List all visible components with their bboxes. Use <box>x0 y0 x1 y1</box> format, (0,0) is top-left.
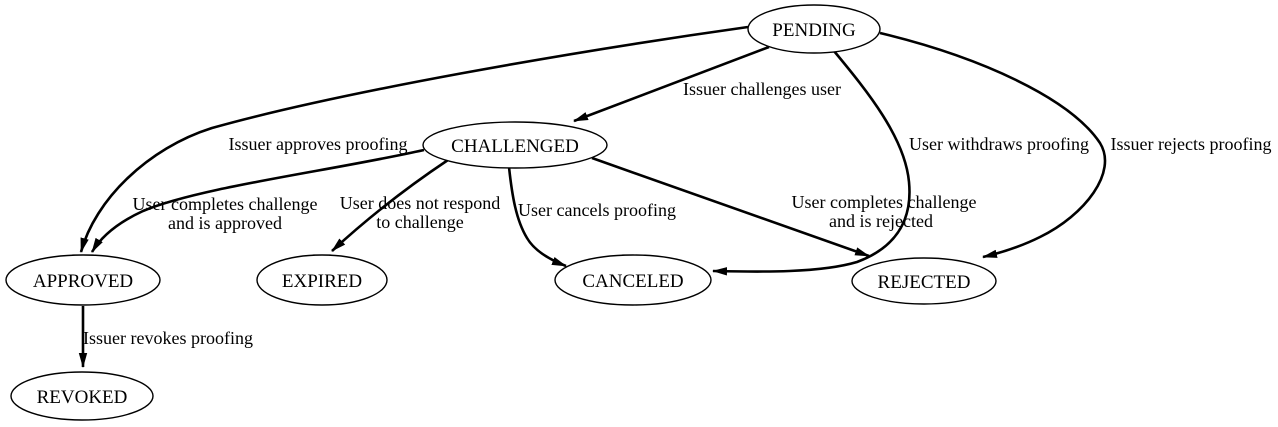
node-pending-ellipse <box>747 4 881 54</box>
edge-label-approved-revoked: Issuer revokes proofing <box>83 328 253 348</box>
node-pending: PENDING <box>747 4 881 54</box>
edge-label-pending-rejected: Issuer rejects proofing <box>1111 134 1272 154</box>
edge-challenged-canceled <box>507 166 567 268</box>
node-rejected: REJECTED <box>851 257 997 305</box>
node-revoked-label: REVOKED <box>37 387 128 408</box>
edges <box>78 25 1107 368</box>
edge-label-challenged-approved-line2: and is approved <box>168 213 282 233</box>
edge-pending-canceled <box>712 50 911 276</box>
node-rejected-ellipse <box>851 257 997 305</box>
edge-challenged-approved <box>90 148 425 253</box>
edge-challenged-expired <box>331 158 449 252</box>
node-approved-label: APPROVED <box>33 271 133 292</box>
node-approved-ellipse <box>5 254 161 306</box>
node-revoked-ellipse <box>10 371 154 421</box>
edge-pending-rejected <box>879 31 1107 259</box>
edge-label-challenged-rejected-line2: and is rejected <box>829 211 933 231</box>
edge-label-pending-canceled: User withdraws proofing <box>909 134 1089 154</box>
node-canceled-label: CANCELED <box>582 271 683 292</box>
node-expired-label: EXPIRED <box>282 271 362 292</box>
edge-label-challenged-approved-line1: User completes challenge <box>133 194 318 214</box>
edge-label-challenged-canceled: User cancels proofing <box>518 200 676 220</box>
edge-pending-approved <box>79 25 749 253</box>
node-revoked: REVOKED <box>10 371 154 421</box>
edge-label-challenged-expired-line1: User does not respond <box>340 193 500 213</box>
node-expired-ellipse <box>256 254 388 306</box>
node-canceled: CANCELED <box>554 254 712 306</box>
node-canceled-ellipse <box>554 254 712 306</box>
edge-label-challenged-rejected-line1: User completes challenge <box>792 192 977 212</box>
edge-challenged-rejected <box>591 156 870 258</box>
node-rejected-label: REJECTED <box>878 272 971 293</box>
edge-label-challenged-expired-line2: to challenge <box>376 212 463 232</box>
node-challenged-label: CHALLENGED <box>451 136 579 157</box>
node-approved: APPROVED <box>5 254 161 306</box>
edge-label-pending-approved: Issuer approves proofing <box>229 134 408 154</box>
node-challenged: CHALLENGED <box>422 121 608 169</box>
edge-labels: Issuer challenges user Issuer approves p… <box>83 79 1271 348</box>
node-challenged-ellipse <box>422 121 608 169</box>
edge-pending-challenged <box>573 45 770 123</box>
edge-label-pending-challenged: Issuer challenges user <box>683 79 841 99</box>
node-expired: EXPIRED <box>256 254 388 306</box>
node-pending-label: PENDING <box>772 20 856 41</box>
